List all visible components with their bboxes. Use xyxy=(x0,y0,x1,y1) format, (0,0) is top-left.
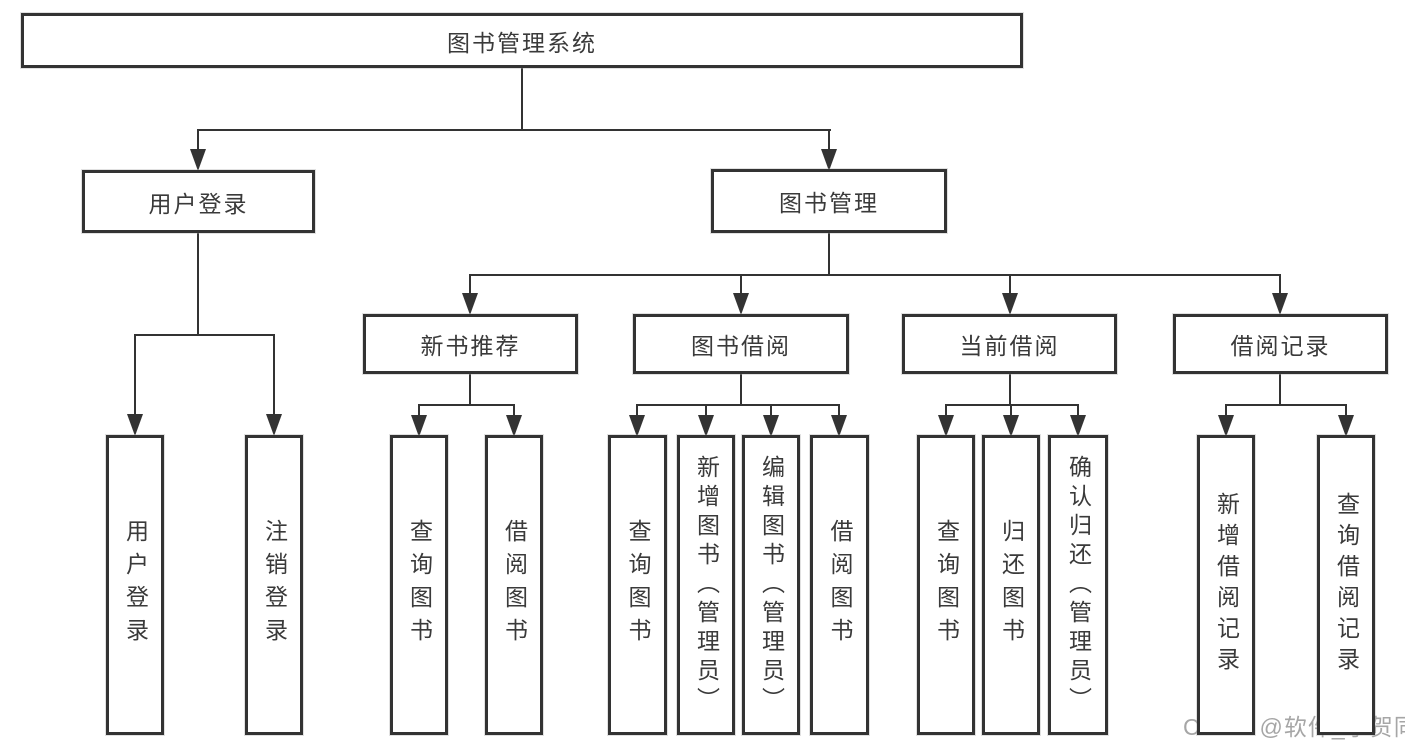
leaf-return-books: 归还图书 xyxy=(982,435,1040,735)
connector-line-horizontal xyxy=(945,404,1079,406)
connector-line-vertical xyxy=(828,233,830,276)
connector-line-horizontal xyxy=(134,334,275,336)
connector-line-vertical xyxy=(828,130,830,151)
arrowhead-down-icon xyxy=(831,415,847,437)
arrowhead-down-icon xyxy=(1272,293,1288,315)
arrowhead-down-icon xyxy=(733,293,749,315)
arrowhead-down-icon xyxy=(1070,415,1086,437)
connector-line-horizontal xyxy=(469,274,1281,276)
arrowhead-down-icon xyxy=(506,415,522,437)
leaf-query-books-current: 查询图书 xyxy=(917,435,975,735)
connector-line-vertical xyxy=(1225,405,1227,416)
leaf-confirm-return-admin: 确认归还（管理员） xyxy=(1048,435,1108,735)
leaf-user-login: 用户登录 xyxy=(106,435,164,735)
connector-line-vertical xyxy=(273,335,275,415)
connector-line-vertical xyxy=(1279,374,1281,406)
arrowhead-down-icon xyxy=(698,415,714,437)
arrowhead-down-icon xyxy=(411,415,427,437)
node-book-borrowing: 图书借阅 xyxy=(633,314,849,374)
arrowhead-down-icon xyxy=(763,415,779,437)
leaf-borrow-books-recommend: 借阅图书 xyxy=(485,435,543,735)
connector-line-vertical xyxy=(740,374,742,406)
connector-line-vertical xyxy=(636,405,638,416)
arrowhead-down-icon xyxy=(1218,415,1234,437)
node-root: 图书管理系统 xyxy=(21,13,1023,68)
leaf-query-books-recommend: 查询图书 xyxy=(390,435,448,735)
connector-line-vertical xyxy=(1345,405,1347,416)
arrowhead-down-icon xyxy=(821,149,837,171)
leaf-add-books-admin: 新增图书（管理员） xyxy=(677,435,735,735)
connector-line-vertical xyxy=(513,405,515,416)
connector-line-vertical xyxy=(197,233,199,336)
connector-line-vertical xyxy=(469,275,471,295)
arrowhead-down-icon xyxy=(190,149,206,171)
arrowhead-down-icon xyxy=(1003,415,1019,437)
connector-line-vertical xyxy=(1010,405,1012,416)
leaf-logout: 注销登录 xyxy=(245,435,303,735)
arrowhead-down-icon xyxy=(629,415,645,437)
leaf-borrow-books-borrowing: 借阅图书 xyxy=(810,435,869,735)
node-current-borrowing: 当前借阅 xyxy=(902,314,1117,374)
leaf-add-borrow-record: 新增借阅记录 xyxy=(1197,435,1255,735)
connector-line-vertical xyxy=(469,374,471,406)
leaf-query-borrow-record: 查询借阅记录 xyxy=(1317,435,1375,735)
connector-line-vertical xyxy=(418,405,420,416)
connector-line-vertical xyxy=(1279,275,1281,295)
leaf-edit-books-admin: 编辑图书（管理员） xyxy=(742,435,800,735)
connector-line-vertical xyxy=(770,405,772,416)
connector-line-vertical xyxy=(945,405,947,416)
connector-line-horizontal xyxy=(418,404,515,406)
connector-line-vertical xyxy=(740,275,742,295)
node-borrowing-records: 借阅记录 xyxy=(1173,314,1388,374)
connector-line-horizontal xyxy=(197,129,831,131)
node-user-login: 用户登录 xyxy=(82,170,315,233)
connector-line-vertical xyxy=(521,68,523,131)
arrowhead-down-icon xyxy=(1338,415,1354,437)
node-new-book-recommend: 新书推荐 xyxy=(363,314,578,374)
connector-line-vertical xyxy=(705,405,707,416)
connector-line-vertical xyxy=(134,335,136,415)
arrowhead-down-icon xyxy=(1002,293,1018,315)
arrowhead-down-icon xyxy=(462,293,478,315)
connector-line-vertical xyxy=(1009,374,1011,406)
connector-line-vertical xyxy=(1009,275,1011,295)
leaf-query-books-borrowing: 查询图书 xyxy=(608,435,667,735)
connector-line-vertical xyxy=(1077,405,1079,416)
connector-line-vertical xyxy=(197,130,199,151)
arrowhead-down-icon xyxy=(266,414,282,436)
connector-line-vertical xyxy=(838,405,840,416)
connector-line-horizontal xyxy=(636,404,840,406)
arrowhead-down-icon xyxy=(938,415,954,437)
arrowhead-down-icon xyxy=(127,414,143,436)
node-book-management: 图书管理 xyxy=(711,169,947,233)
connector-line-horizontal xyxy=(1225,404,1347,406)
